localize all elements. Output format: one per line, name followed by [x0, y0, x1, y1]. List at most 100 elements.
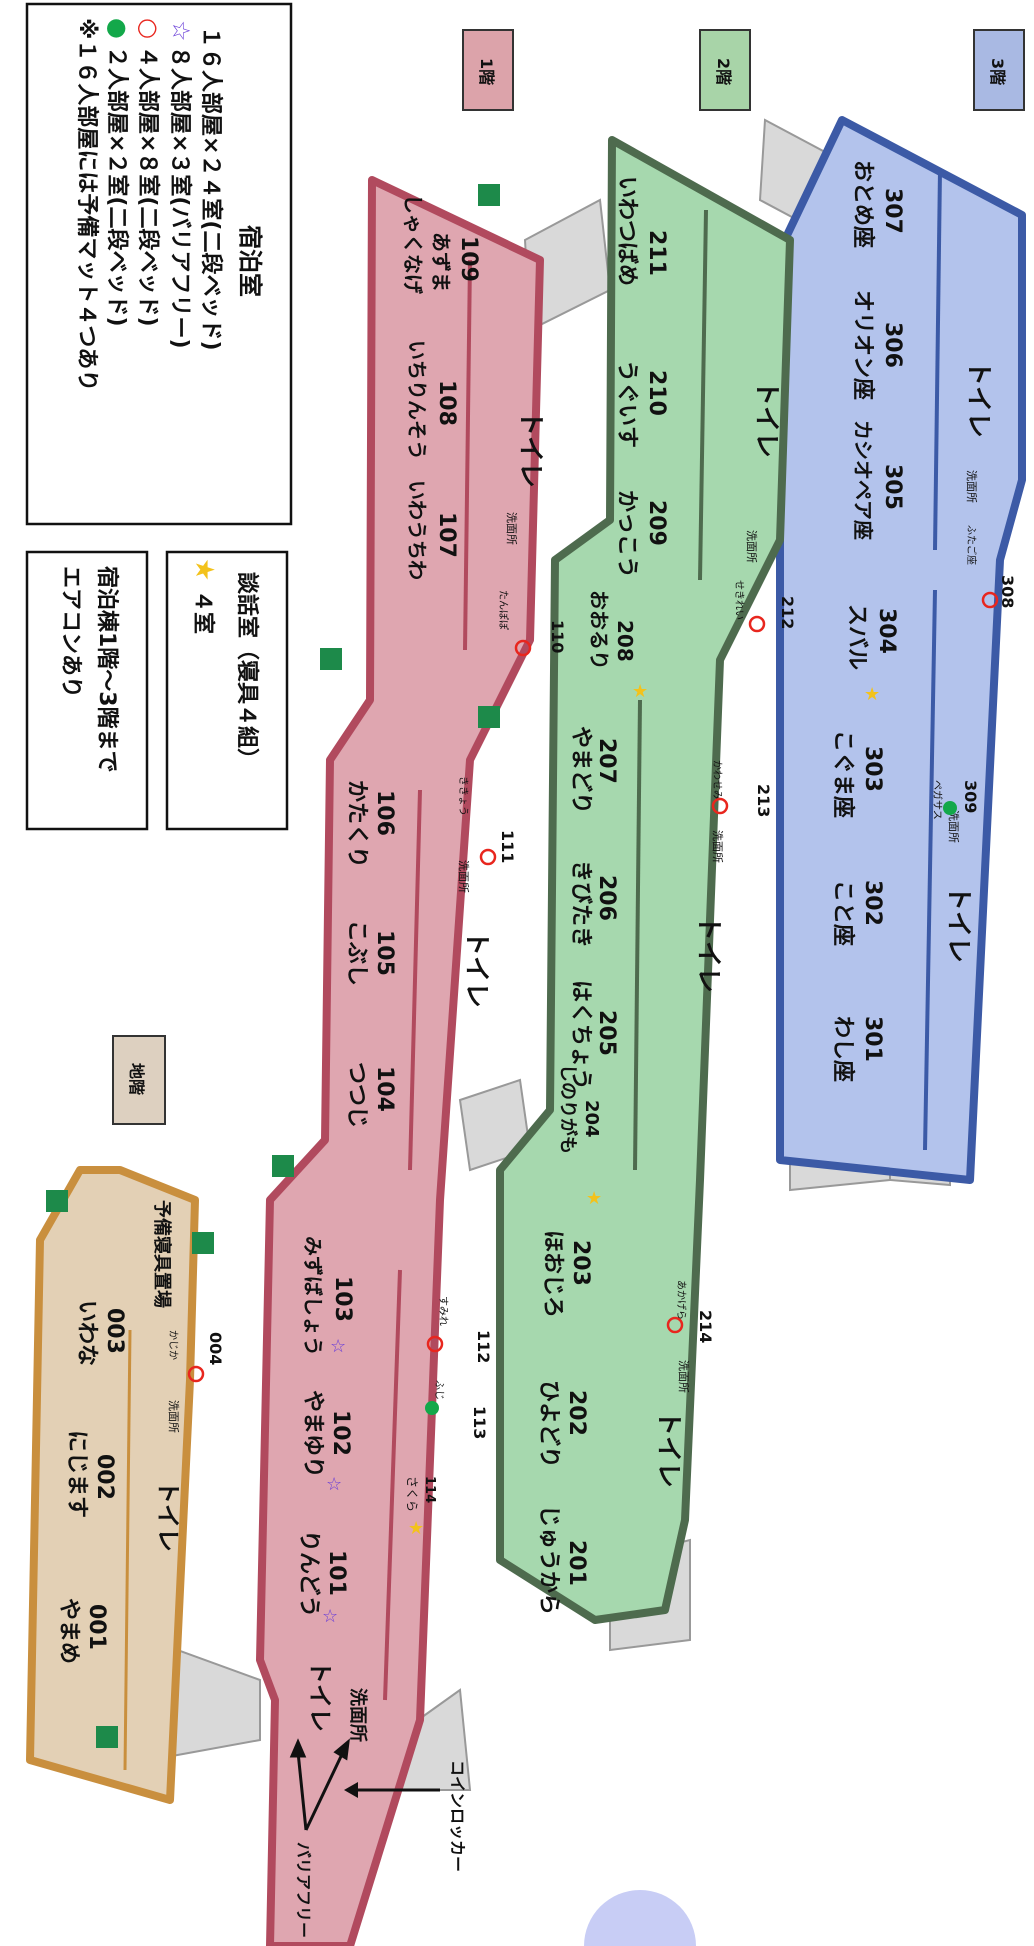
circle-red-icon: [514, 639, 532, 657]
room-111[interactable]: 111: [498, 830, 517, 863]
room-307-name: おとめ座: [850, 160, 876, 248]
room-204[interactable]: 204: [581, 1100, 602, 1138]
wash-1c: 洗面所: [347, 1688, 369, 1742]
toilet-3b: トイレ: [943, 885, 973, 963]
room-102[interactable]: 102: [328, 1410, 353, 1456]
floor-tab-1[interactable]: 1階: [462, 29, 514, 111]
room-307[interactable]: 307: [880, 188, 905, 234]
room-303[interactable]: 303: [860, 746, 885, 792]
floor-tab-2-label: 2階: [714, 58, 733, 85]
room-305[interactable]: 305: [880, 464, 905, 510]
toilet-2c: トイレ: [653, 1410, 683, 1488]
room-110-name: たんぽぽ: [497, 590, 509, 630]
room-201[interactable]: 201: [564, 1540, 589, 1586]
room-112[interactable]: 112: [474, 1330, 493, 1363]
annotations: [289, 1738, 440, 1831]
legend-line-2: ８人部屋×３室(バリアフリー): [167, 46, 193, 349]
room-206-name: きびたき: [568, 860, 593, 948]
legend-line-3-row: ○ ４人部屋×８室(二段ベッド): [135, 18, 163, 327]
room-214[interactable]: 214: [696, 1310, 715, 1343]
room-002[interactable]: 002: [92, 1454, 117, 1500]
room-301[interactable]: 301: [860, 1016, 885, 1062]
room-301-name: わし座: [830, 1016, 856, 1082]
room-202[interactable]: 202: [564, 1390, 589, 1436]
room-212-name: せきれい: [733, 580, 745, 620]
room-112-name: すみれ: [437, 1296, 449, 1326]
room-113[interactable]: 113: [470, 1406, 489, 1439]
room-206[interactable]: 206: [594, 875, 619, 921]
star-yellow-icon: ★: [864, 684, 880, 705]
room-304-name: スバル: [844, 604, 869, 670]
room-105[interactable]: 105: [372, 930, 397, 976]
room-304[interactable]: 304: [874, 608, 899, 654]
room-114[interactable]: 114: [422, 1476, 437, 1503]
room-203[interactable]: 203: [568, 1240, 593, 1286]
room-214-name: あかげら: [675, 1280, 687, 1320]
room-213[interactable]: 213: [754, 784, 773, 817]
legend-line-5: ※１６人部屋には予備マット４つあり: [74, 18, 100, 391]
floor-tab-basement-label: 地階: [127, 1063, 146, 1095]
room-302-name: こと座: [830, 880, 856, 946]
room-109[interactable]: 109: [456, 236, 481, 282]
legend-line-4: ２人部屋×２室(二段ベッド): [104, 46, 130, 327]
room-205[interactable]: 205: [594, 1010, 619, 1056]
star-purple-icon: ☆: [326, 1474, 342, 1495]
room-107[interactable]: 107: [434, 512, 459, 558]
room-104[interactable]: 104: [372, 1066, 397, 1112]
room-001-name: やまめ: [56, 1598, 81, 1664]
room-109-name2: あずま: [429, 232, 453, 292]
room-205-name: はくちょう: [568, 980, 593, 1090]
room-207[interactable]: 207: [594, 738, 619, 784]
legend-title: 宿泊室: [236, 225, 264, 297]
room-302[interactable]: 302: [860, 880, 885, 926]
room-103[interactable]: 103: [330, 1276, 355, 1322]
room-001[interactable]: 001: [84, 1604, 109, 1650]
circle-red-icon: [711, 797, 729, 815]
circle-red-icon: [748, 615, 766, 633]
star-yellow-icon: ★: [632, 681, 648, 702]
room-106[interactable]: 106: [372, 790, 397, 836]
legend-green-dot-icon: ●: [104, 18, 132, 39]
emergency-exit-icons: [46, 184, 500, 1748]
emergency-exit-icon: [272, 1155, 294, 1177]
room-305-name: カシオペア座: [851, 420, 875, 540]
room-003-name: いわな: [74, 1300, 99, 1366]
room-210[interactable]: 210: [644, 370, 669, 416]
room-306[interactable]: 306: [880, 322, 905, 368]
floor-tab-3-label: 3階: [988, 58, 1007, 85]
floor-tab-2[interactable]: 2階: [699, 29, 751, 111]
legend-air-conditioning: 宿泊棟1階～3階まで エアコンあり: [25, 550, 149, 831]
emergency-exit-icon: [96, 1726, 118, 1748]
room-209[interactable]: 209: [644, 500, 669, 546]
floor-tab-basement[interactable]: 地階: [112, 1035, 166, 1125]
legend-line-2-row: ☆ ８人部屋×３室(バリアフリー): [167, 20, 195, 349]
room-108[interactable]: 108: [434, 380, 459, 426]
room-208[interactable]: 208: [613, 620, 637, 662]
room-203-name: ほおじろ: [540, 1230, 565, 1318]
room-209-name: かっこう: [614, 490, 639, 578]
legend-star-purple-icon: ☆: [167, 20, 195, 42]
room-004[interactable]: 004: [206, 1332, 225, 1365]
floor-tab-3[interactable]: 3階: [973, 29, 1025, 111]
floor-tab-1-label: 1階: [477, 58, 496, 85]
emergency-exit-icon: [320, 648, 342, 670]
room-211[interactable]: 211: [644, 230, 669, 276]
room-101[interactable]: 101: [324, 1550, 349, 1596]
room-101-name: りんどう: [296, 1530, 321, 1617]
room-111-name: ききょう: [457, 776, 469, 816]
toilet-1b: トイレ: [461, 930, 491, 1008]
circle-red-icon: [981, 591, 999, 609]
room-004-name: かじか: [167, 1330, 179, 1360]
room-003[interactable]: 003: [102, 1308, 127, 1354]
room-309[interactable]: 309: [961, 780, 980, 813]
legend-red-circle-icon: ○: [135, 18, 163, 39]
room-212[interactable]: 212: [778, 596, 797, 629]
room-114-name: さくら: [405, 1476, 419, 1512]
legend-lounge-line-1: 談話室（寝具４組）: [234, 572, 260, 770]
room-308[interactable]: 308: [998, 575, 1017, 608]
markers: ☆ ☆ ☆ ★ ★ ★ ★: [187, 591, 999, 1627]
room-106-name: かたくり: [344, 780, 369, 868]
room-110[interactable]: 110: [548, 620, 567, 653]
wash-3a: 洗面所: [965, 470, 978, 503]
